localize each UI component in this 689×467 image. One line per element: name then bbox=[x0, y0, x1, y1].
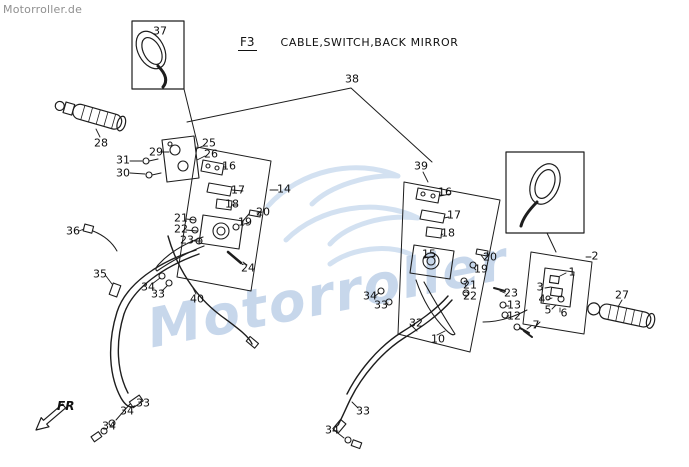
part-label-37: 37 bbox=[153, 24, 167, 38]
part-label-25: 25 bbox=[202, 136, 216, 150]
part-label-5: 5 bbox=[544, 303, 552, 317]
right-cables bbox=[332, 295, 453, 450]
brand-watermark: Motorroller.de bbox=[3, 3, 83, 16]
part-label-23: 23 bbox=[180, 233, 194, 247]
left-grip bbox=[54, 100, 127, 132]
part-label-13: 13 bbox=[507, 298, 521, 312]
right-mirror-box bbox=[505, 151, 585, 234]
part-label-34: 34 bbox=[363, 289, 377, 303]
figure-title: CABLE,SWITCH,BACK MIRROR bbox=[280, 36, 459, 49]
right-mirror-group bbox=[505, 151, 592, 258]
part-label-34: 34 bbox=[120, 404, 134, 418]
part-label-7: 7 bbox=[532, 318, 540, 332]
left-mirror-box bbox=[131, 20, 185, 90]
right-switch-assembly bbox=[482, 251, 593, 338]
part-label-17: 17 bbox=[231, 183, 245, 197]
part-label-33: 33 bbox=[356, 404, 370, 418]
part-label-33: 33 bbox=[151, 287, 165, 301]
part-label-4: 4 bbox=[538, 292, 546, 306]
leader-28 bbox=[95, 128, 101, 138]
watermark-bird-icon bbox=[265, 165, 421, 267]
part-label-34: 34 bbox=[325, 423, 339, 437]
part-label-21: 21 bbox=[174, 211, 188, 225]
part-label-30: 30 bbox=[116, 166, 130, 180]
part-label-32: 32 bbox=[409, 316, 423, 330]
part-label-1: 1 bbox=[568, 265, 576, 279]
figure-code: F3 bbox=[238, 35, 257, 51]
part-label-22: 22 bbox=[174, 222, 188, 236]
part-label-36: 36 bbox=[66, 224, 80, 238]
part-label-23: 23 bbox=[504, 286, 518, 300]
part-label-15: 15 bbox=[422, 247, 436, 261]
part-label-19: 19 bbox=[474, 262, 488, 276]
left-mirror-bracket bbox=[129, 135, 206, 183]
part-label-29: 29 bbox=[149, 145, 163, 159]
part-label-38: 38 bbox=[345, 72, 359, 86]
part-label-19: 19 bbox=[238, 215, 252, 229]
part-label-34: 34 bbox=[102, 419, 116, 433]
part-label-17: 17 bbox=[447, 208, 461, 222]
right-master-cylinder-assembly bbox=[374, 171, 532, 353]
part-label-28: 28 bbox=[94, 136, 108, 150]
figure-header: F3 CABLE,SWITCH,BACK MIRROR bbox=[238, 35, 459, 51]
direction-label: FR bbox=[57, 399, 75, 413]
fr-arrow-icon bbox=[35, 403, 67, 431]
part-label-22: 22 bbox=[463, 289, 477, 303]
part-label-6: 6 bbox=[560, 306, 568, 320]
part-label-18: 18 bbox=[225, 197, 239, 211]
part-label-35: 35 bbox=[93, 267, 107, 281]
part-label-24: 24 bbox=[241, 261, 255, 275]
direction-indicator: FR bbox=[57, 399, 74, 413]
part-label-26: 26 bbox=[204, 147, 218, 161]
part-label-12: 12 bbox=[507, 309, 521, 323]
part-label-34: 34 bbox=[141, 280, 155, 294]
part-label-33: 33 bbox=[374, 298, 388, 312]
part-label-20: 20 bbox=[256, 205, 270, 219]
left-mirror-group bbox=[131, 20, 199, 147]
part-label-27: 27 bbox=[615, 288, 629, 302]
part-label-31: 31 bbox=[116, 153, 130, 167]
part-label-3: 3 bbox=[536, 280, 544, 294]
part-label-14: 14 bbox=[277, 182, 291, 196]
left-master-cylinder-assembly bbox=[155, 146, 279, 292]
left-cables bbox=[78, 223, 260, 443]
part-label-20: 20 bbox=[483, 250, 497, 264]
part-label-39: 39 bbox=[414, 159, 428, 173]
leader-line-38 bbox=[186, 87, 433, 163]
part-label-2: 2 bbox=[591, 249, 599, 263]
right-grip bbox=[587, 299, 656, 329]
part-label-16: 16 bbox=[438, 185, 452, 199]
part-label-40: 40 bbox=[190, 292, 204, 306]
part-label-18: 18 bbox=[441, 226, 455, 240]
part-label-33: 33 bbox=[136, 396, 150, 410]
part-label-10: 10 bbox=[431, 332, 445, 346]
part-label-21: 21 bbox=[463, 278, 477, 292]
part-label-16: 16 bbox=[222, 159, 236, 173]
